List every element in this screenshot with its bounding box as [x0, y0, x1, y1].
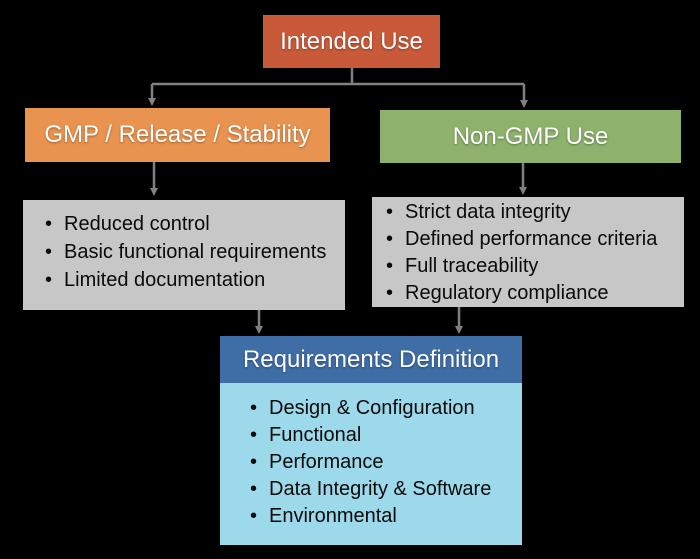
list-item: Defined performance criteria	[386, 226, 684, 253]
gmp-release-stability-label: GMP / Release / Stability	[44, 121, 311, 148]
requirements-definition-label: Requirements Definition	[242, 345, 500, 373]
list-item: Strict data integrity	[386, 199, 684, 226]
non-gmp-details-list: Strict data integrity Defined performanc…	[372, 197, 684, 307]
non-gmp-details-box: Strict data integrity Defined performanc…	[372, 197, 684, 307]
list-item: Design & Configuration	[250, 395, 522, 422]
list-item: Regulatory compliance	[386, 280, 684, 307]
gmp-details-list: Reduced control Basic functional require…	[23, 200, 345, 294]
non-gmp-use-box: Non-GMP Use	[380, 110, 681, 163]
list-item: Full traceability	[386, 253, 684, 280]
intended-use-box: Intended Use	[263, 15, 440, 68]
requirements-definition-body: Design & Configuration Functional Perfor…	[220, 383, 522, 530]
list-item: Reduced control	[45, 210, 345, 238]
intended-use-label: Intended Use	[280, 27, 423, 55]
list-item: Environmental	[250, 503, 522, 530]
requirements-definition-header: Requirements Definition	[220, 336, 522, 383]
list-item: Basic functional requirements	[45, 238, 345, 266]
list-item: Data Integrity & Software	[250, 476, 522, 503]
gmp-release-stability-box: GMP / Release / Stability	[25, 108, 330, 162]
list-item: Functional	[250, 422, 522, 449]
list-item: Limited documentation	[45, 266, 345, 294]
gmp-details-box: Reduced control Basic functional require…	[23, 200, 345, 310]
non-gmp-use-label: Non-GMP Use	[452, 122, 609, 150]
requirements-list: Design & Configuration Functional Perfor…	[220, 383, 522, 530]
requirements-definition-box: Requirements Definition Design & Configu…	[220, 336, 522, 545]
list-item: Performance	[250, 449, 522, 476]
